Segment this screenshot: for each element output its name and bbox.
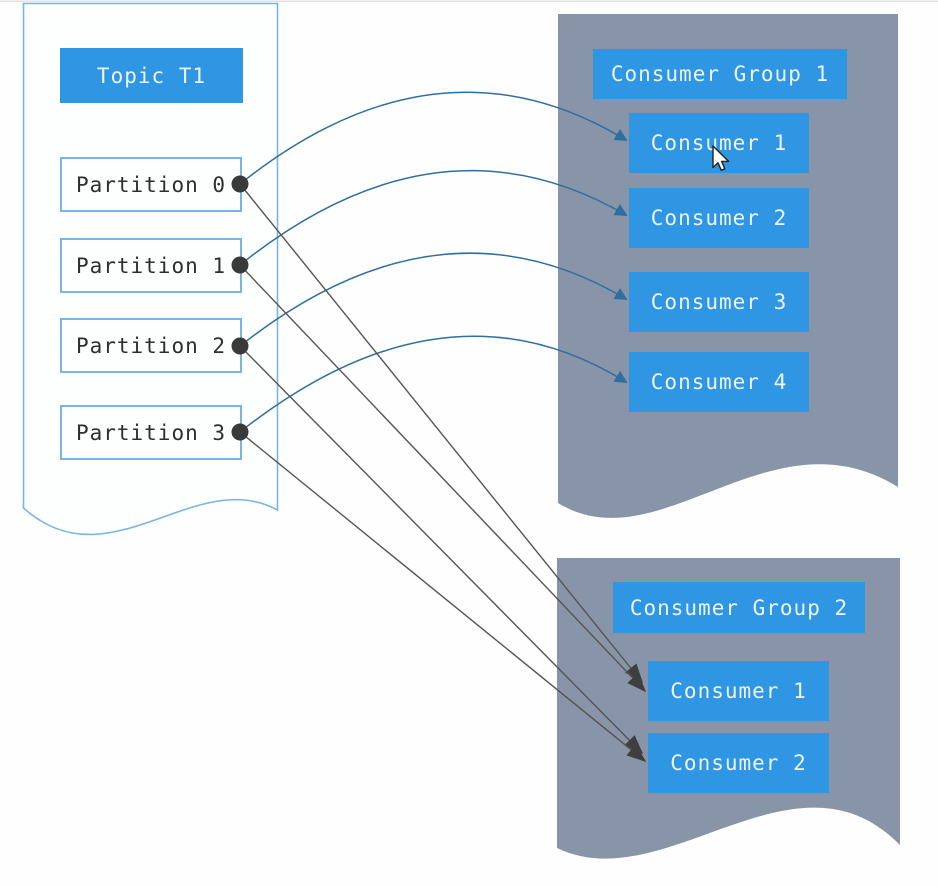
- topic-title-label: Topic T1: [96, 63, 207, 88]
- group-2-consumer-1-box: Consumer 1: [648, 661, 829, 721]
- partition-0-label: Partition 0: [75, 172, 227, 197]
- partition-3-label: Partition 3: [75, 420, 227, 445]
- arrow-partition0-group1-consumer1: [239, 91, 628, 185]
- partition-2-box: Partition 2: [60, 318, 242, 373]
- top-edge-strip: [0, 0, 938, 2]
- group-2-consumer-2-box: Consumer 2: [648, 733, 829, 793]
- group-1-consumer-4-box: Consumer 4: [629, 352, 809, 412]
- partition-1-box: Partition 1: [60, 238, 242, 293]
- group-2-consumer-2-label: Consumer 2: [670, 751, 807, 775]
- partition-1-label: Partition 1: [75, 253, 227, 278]
- group-1-consumer-2-label: Consumer 2: [650, 206, 788, 230]
- group-1-consumer-4-label: Consumer 4: [650, 370, 788, 394]
- arrow-partition0-group2-consumer1: [239, 183, 644, 684]
- group-2-consumer-1-label: Consumer 1: [670, 679, 807, 703]
- arrow-partition3-group2-consumer2: [239, 431, 647, 763]
- topic-title-box: Topic T1: [60, 48, 243, 103]
- partition-3-box: Partition 3: [60, 405, 242, 460]
- arrow-partition1-group1-consumer2: [239, 169, 628, 266]
- partition-0-box: Partition 0: [60, 157, 242, 212]
- arrow-partition2-group1-consumer3: [239, 252, 628, 347]
- group-1-consumer-3-box: Consumer 3: [629, 272, 809, 332]
- arrow-partition3-group1-consumer4: [239, 335, 628, 433]
- consumer-group-1-title-box: Consumer Group 1: [593, 49, 847, 99]
- group-1-consumer-1-box: Consumer 1: [629, 113, 809, 173]
- consumer-group-2-title-label: Consumer Group 2: [629, 595, 849, 620]
- group-1-consumer-2-box: Consumer 2: [629, 188, 809, 248]
- arrow-partition1-group2-consumer1: [239, 264, 647, 693]
- consumer-group-1-title-label: Consumer Group 1: [610, 62, 830, 86]
- consumer-group-2-title-box: Consumer Group 2: [613, 582, 865, 633]
- group-1-consumer-1-label: Consumer 1: [650, 131, 788, 155]
- arrow-partition2-group2-consumer2: [239, 345, 644, 755]
- partition-2-label: Partition 2: [75, 333, 227, 358]
- group-1-consumer-3-label: Consumer 3: [650, 290, 788, 314]
